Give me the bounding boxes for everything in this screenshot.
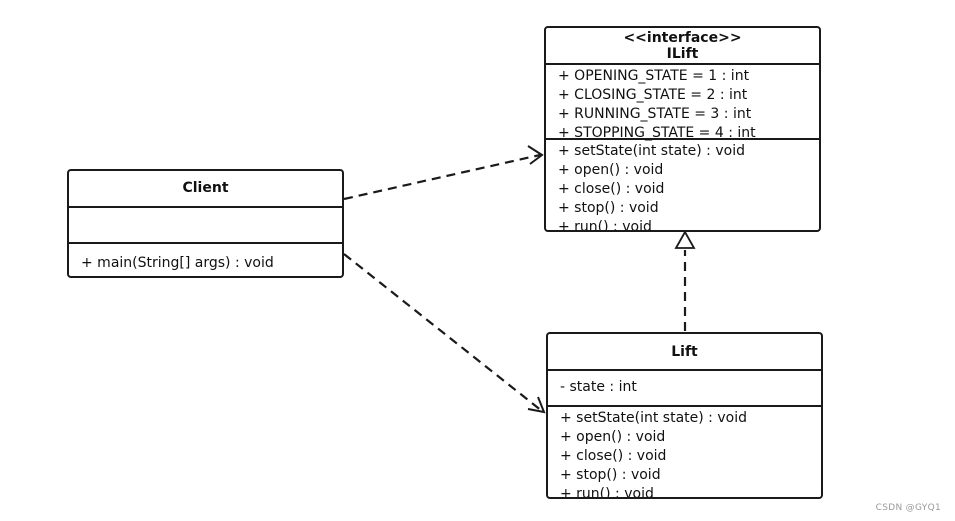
- operation-row: + run() : void: [558, 219, 652, 232]
- ilift-attributes: + OPENING_STATE = 1 : int + CLOSING_STAT…: [546, 65, 819, 141]
- attribute-row: - state : int: [560, 379, 637, 395]
- operation-row: + setState(int state) : void: [558, 143, 745, 159]
- operation-row: + main(String[] args) : void: [81, 255, 274, 271]
- client-header: Client: [69, 171, 342, 208]
- client-ilift-arrowhead: [527, 145, 544, 165]
- ilift-header: <<interface>> ILift: [546, 28, 819, 65]
- operation-row: + close() : void: [558, 181, 665, 197]
- attribute-row: + CLOSING_STATE = 2 : int: [558, 87, 748, 103]
- client-lift-arrowhead: [527, 396, 546, 414]
- operation-row: + close() : void: [560, 448, 667, 464]
- operation-row: + stop() : void: [560, 467, 661, 483]
- attribute-row: + RUNNING_STATE = 3 : int: [558, 106, 752, 122]
- client-class-box: Client + main(String[] args) : void: [67, 169, 344, 278]
- operation-row: + stop() : void: [558, 200, 659, 216]
- ilift-interface-box: <<interface>> ILift + OPENING_STATE = 1 …: [544, 26, 821, 232]
- interface-name: ILift: [666, 46, 699, 62]
- operation-row: + run() : void: [560, 486, 654, 499]
- client-operations: + main(String[] args) : void: [69, 244, 342, 273]
- operation-row: + open() : void: [560, 429, 666, 445]
- client-lift-dependency: [343, 253, 543, 412]
- attribute-row: + OPENING_STATE = 1 : int: [558, 68, 750, 84]
- client-ilift-dependency: [343, 153, 541, 201]
- lift-operations: + setState(int state) : void + open() : …: [548, 407, 821, 497]
- lift-attributes: - state : int: [548, 371, 821, 407]
- lift-class-box: Lift - state : int + setState(int state)…: [546, 332, 823, 499]
- attribute-row: + STOPPING_STATE = 4 : int: [558, 125, 756, 141]
- watermark: CSDN @GYQ1: [875, 503, 941, 513]
- lift-header: Lift: [548, 334, 821, 371]
- realization-arrowhead: [674, 230, 696, 249]
- ilift-operations: + setState(int state) : void + open() : …: [546, 140, 819, 232]
- interface-stereotype: <<interface>>: [623, 30, 742, 46]
- operation-row: + open() : void: [558, 162, 664, 178]
- client-attributes: [69, 208, 342, 244]
- operation-row: + setState(int state) : void: [560, 410, 747, 426]
